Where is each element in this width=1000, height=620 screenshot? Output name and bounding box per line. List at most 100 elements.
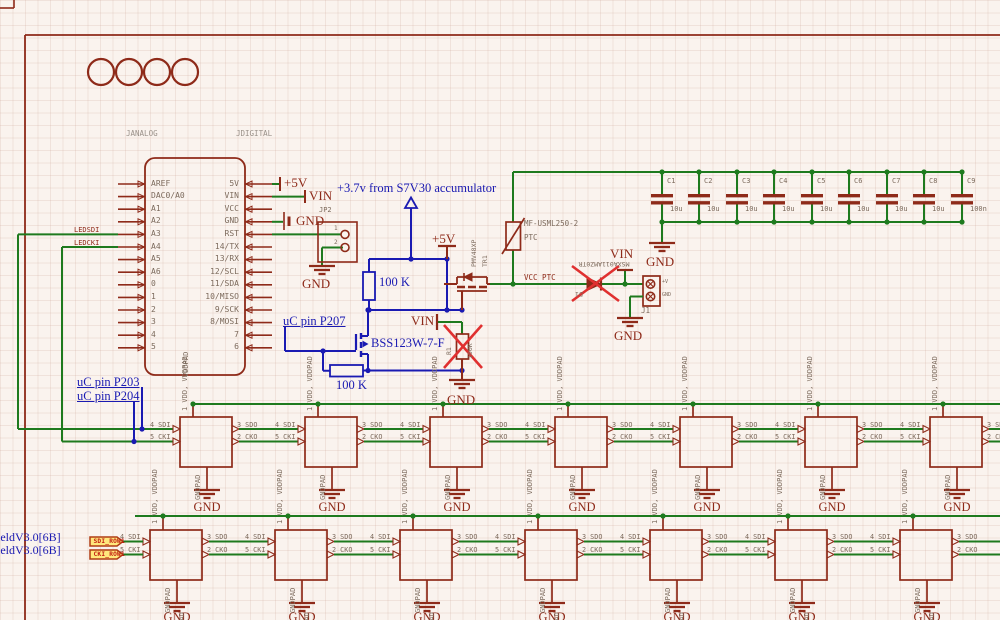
chip-gnd-label: GND — [538, 610, 566, 620]
r1-name[interactable]: R1 — [445, 347, 453, 355]
chip-pin-label-sdi: 4 SDI — [120, 533, 141, 542]
driver-chip[interactable] — [797, 401, 923, 500]
chip-pin-label-gndpad: GNDPAD — [569, 474, 577, 500]
chip-pin-label-sdo: 3 SDO — [957, 533, 978, 542]
tr1-value[interactable]: PMV48XP — [470, 239, 478, 267]
capacitor-C4[interactable] — [763, 169, 785, 225]
ptc-name[interactable]: PTC — [524, 233, 538, 242]
chip-pin-label-gndpad: GNDPAD — [194, 474, 202, 500]
power-flags[interactable] — [279, 177, 306, 230]
chip-pin-label-cki: 5 CKI — [775, 433, 796, 442]
vcc-ptc-net[interactable] — [490, 172, 643, 287]
capacitor-value: 10u — [895, 204, 908, 213]
ptc-fuse[interactable] — [501, 217, 526, 255]
chip-pin-label-sdi: 4 SDI — [495, 533, 516, 542]
chip-pin-label-gndpad: GNDPAD — [819, 474, 827, 500]
capacitor-name: C3 — [742, 177, 751, 185]
capacitor-C3[interactable] — [726, 169, 748, 225]
resistor-gate-value[interactable]: 100 K — [336, 378, 367, 392]
chip-pin-label-cki: 5 CKI — [150, 433, 171, 442]
chip-pin-label-vdd: 1 VDD, VDDPAD — [431, 356, 439, 411]
driver-chip[interactable] — [892, 513, 1000, 613]
ic-pin-name-right: 9/SCK — [214, 304, 239, 314]
bss123-label[interactable]: BSS123W-7-F — [371, 336, 445, 350]
capacitor-C6[interactable] — [838, 169, 860, 225]
driver-chip[interactable] — [142, 513, 268, 613]
net-label-ledcki[interactable]: LEDCKI — [74, 239, 100, 247]
gnd-label-j1[interactable]: GND — [614, 328, 643, 343]
capacitor-C9[interactable] — [951, 169, 973, 225]
chip-pin-label-sdi: 4 SDI — [870, 533, 891, 542]
chip-pin-label-sdi: 4 SDI — [245, 533, 266, 542]
resistor-pullup-value[interactable]: 100 K — [379, 275, 410, 289]
capacitor-C7[interactable] — [876, 169, 898, 225]
driver-chip[interactable] — [267, 513, 393, 613]
ic-pin-name-left: A6 — [151, 266, 161, 276]
gnd-flag-label[interactable]: GND — [296, 213, 325, 228]
capacitor-C2[interactable] — [688, 169, 710, 225]
ic-pin-name-right: 11/SDA — [210, 279, 239, 289]
supply-flag-5v-label[interactable]: +5V — [284, 175, 308, 190]
chip-gnd-label: GND — [318, 499, 346, 514]
driver-chip[interactable] — [672, 401, 798, 500]
d1-name[interactable]: D1 — [575, 289, 583, 298]
driver-chip[interactable] — [642, 513, 768, 613]
main-ic-symbol[interactable] — [118, 157, 272, 376]
vin-flag-d1[interactable]: VIN — [610, 246, 634, 261]
chip-pin-label-cko: 2 CKO — [487, 433, 508, 442]
driver-chip[interactable] — [392, 513, 518, 613]
row-input-flags[interactable] — [89, 536, 143, 560]
supply-flag-vin-label[interactable]: VIN — [309, 188, 333, 203]
net-wires[interactable] — [17, 183, 343, 443]
supply-flag-5v-tr1[interactable]: +5V — [432, 231, 456, 246]
r1-resistor-crossed[interactable] — [435, 314, 483, 390]
chip-pin-label-cki: 5 CKI — [620, 546, 641, 555]
net-label-ledsdi[interactable]: LEDSDI — [74, 226, 100, 234]
capacitor-C1[interactable] — [651, 169, 673, 225]
gnd-label-capbank[interactable]: GND — [646, 254, 675, 269]
net-label-vcc-ptc[interactable]: VCC PTC — [524, 273, 556, 282]
driver-chip[interactable] — [422, 401, 548, 500]
ic-pin-name-left: 2 — [151, 304, 156, 314]
j1-connector[interactable] — [617, 275, 661, 328]
jp2-pin2-number: 2 — [334, 238, 338, 246]
capacitor-C8[interactable] — [913, 169, 935, 225]
ic-pin-name-right: GND — [224, 216, 239, 226]
chip-pin-label-cko: 2 CKO — [457, 546, 478, 555]
mounting-holes[interactable] — [86, 57, 200, 87]
chip-pin-label-cki: 5 CKI — [495, 546, 516, 555]
chip-pin-label-vdd: 1 VDD, VDDPAD — [776, 469, 784, 524]
ic-pin-name-right: 10/MISO — [205, 291, 239, 301]
j1-name[interactable]: J1 — [641, 306, 651, 315]
driver-chip[interactable] — [297, 401, 423, 500]
driver-chip[interactable] — [547, 401, 673, 500]
tr1-name[interactable]: TR1 — [481, 255, 489, 267]
chip-pin-label-vdd: 1 VDD, VDDPAD — [276, 469, 284, 524]
capacitor-C5[interactable] — [801, 169, 823, 225]
chip-pin-label-sdi: 4 SDI — [650, 420, 671, 429]
chip-gnd-label: GND — [163, 610, 191, 620]
flag-cki-row1[interactable]: CKI_ROW1 — [93, 550, 125, 558]
d1-diode-crossed[interactable] — [571, 264, 620, 303]
gnd-label-r1[interactable]: GND — [447, 392, 476, 407]
chip-pin-label-cki: 5 CKI — [745, 546, 766, 555]
tr1-mosfet[interactable] — [438, 244, 490, 310]
gnd-label-jp2[interactable]: GND — [302, 276, 331, 291]
driver-chip[interactable] — [922, 401, 1000, 500]
jp2-connector[interactable] — [309, 221, 358, 276]
driver-chip[interactable] — [517, 513, 643, 613]
vin-flag-d1-symbol[interactable] — [617, 268, 633, 284]
capacitor-name: C5 — [817, 177, 826, 185]
jp2-name[interactable]: JP2 — [319, 206, 332, 214]
driver-chip[interactable] — [767, 513, 893, 613]
ptc-value[interactable]: MF-USML250-2 — [524, 219, 579, 228]
flag-sdi-row1[interactable]: SDI_ROW1 — [93, 537, 125, 545]
chip-gnd-label: GND — [443, 499, 471, 514]
vin-flag-r1[interactable]: VIN — [411, 313, 435, 328]
driver-chip[interactable] — [172, 401, 298, 500]
annotation-circuit[interactable] — [131, 195, 465, 445]
r1-value[interactable]: 100K — [466, 343, 474, 359]
d1-value[interactable]: MSXA011AMZ0TR — [578, 259, 630, 268]
